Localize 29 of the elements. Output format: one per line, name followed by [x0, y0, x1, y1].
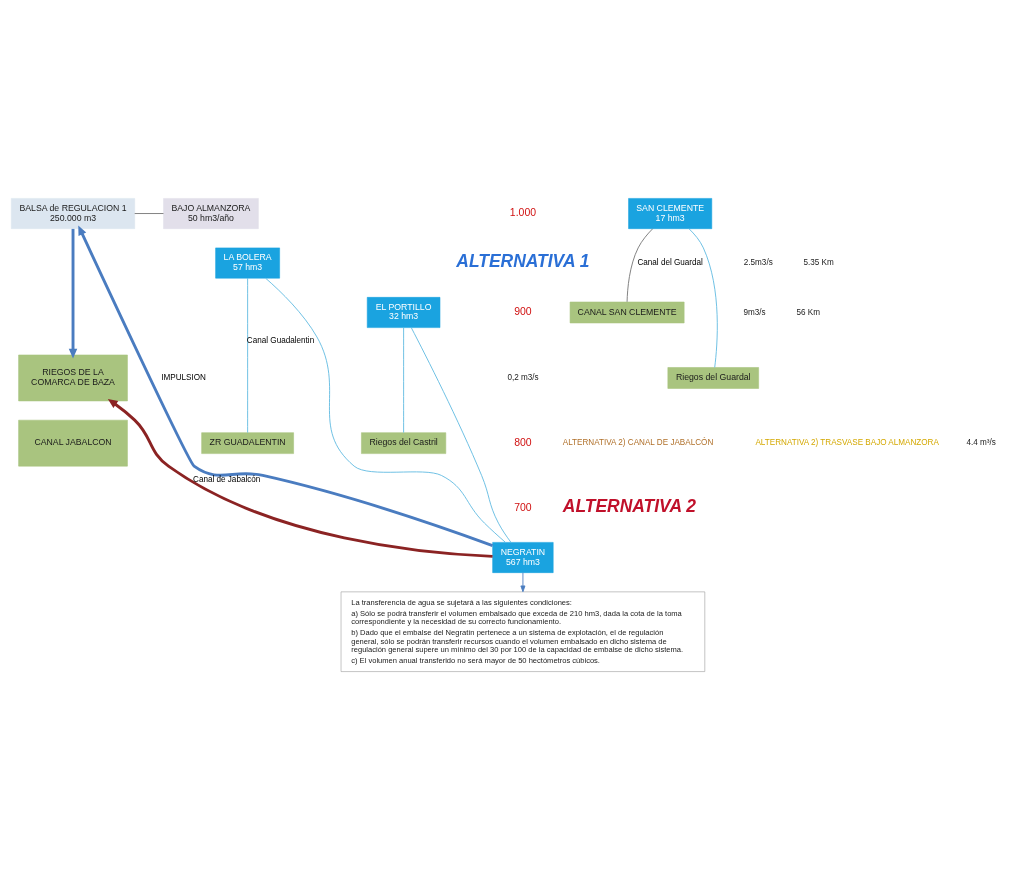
node-box: NEGRATIN 567 hm3: [491, 542, 553, 573]
connector: [688, 228, 718, 368]
arrow: [107, 398, 493, 558]
label: 900: [513, 306, 532, 318]
node-box: RIEGOS DE LA COMARCA DE BAZA: [17, 354, 128, 402]
arrow: [519, 572, 525, 593]
label: 700: [513, 501, 532, 513]
node-box: CANAL SAN CLEMENTE: [569, 301, 684, 324]
label: ALTERNATIVA 2: [562, 496, 696, 517]
node-box: LA BOLERA 57 hm3: [214, 247, 280, 279]
label: 800: [513, 436, 532, 448]
connector: [246, 277, 248, 434]
connector: [410, 327, 511, 543]
connector: [264, 277, 506, 543]
node-box: Riegos del Guardal: [667, 367, 759, 389]
node-box: ZR GUADALENTIN: [200, 432, 294, 454]
arrow: [68, 228, 77, 359]
connector: [402, 327, 404, 434]
node-box: CANAL JABALCON: [17, 419, 128, 467]
node-box: EL PORTILLO 32 hm3: [366, 297, 440, 328]
node-box: BALSA de REGULACION 1 250.000 m3: [10, 198, 135, 229]
connector: [626, 228, 653, 303]
node-box: Riegos del Castril: [360, 432, 446, 454]
node-box: SAN CLEMENTE 17 hm3: [627, 198, 712, 229]
label: ALTERNATIVA 1: [455, 250, 589, 271]
node-box: BAJO ALMANZORA 50 hm3/año: [162, 198, 259, 229]
arrow: [77, 225, 493, 547]
connector: [133, 213, 164, 214]
label: 1.000: [509, 207, 536, 219]
